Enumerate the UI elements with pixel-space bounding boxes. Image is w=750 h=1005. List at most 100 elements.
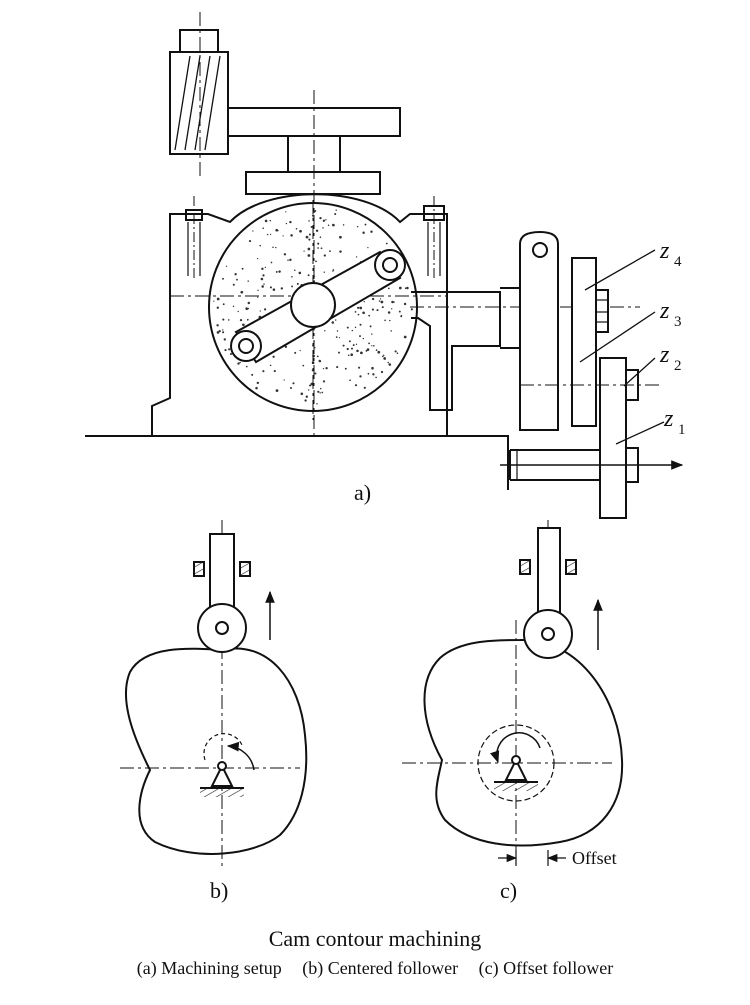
disc-speckle	[291, 285, 294, 288]
disc-speckle	[356, 225, 359, 228]
disc-speckle	[289, 386, 293, 390]
disc-speckle	[364, 223, 367, 226]
disc-speckle	[266, 233, 269, 236]
disc-speckle	[285, 211, 287, 213]
svg-text:z: z	[659, 342, 670, 368]
disc-speckle	[367, 246, 369, 249]
disc-speckle	[387, 311, 391, 314]
disc-speckle	[385, 242, 388, 245]
disc-speckle	[369, 325, 372, 328]
disc-speckle	[342, 224, 345, 226]
disc-speckle	[338, 351, 340, 354]
disc-speckle	[280, 287, 283, 290]
disc-speckle	[378, 300, 381, 302]
disc-speckle	[269, 286, 272, 289]
disc-speckle	[319, 392, 321, 394]
panel-b-centered	[120, 520, 308, 870]
disc-speckle	[371, 333, 373, 335]
disc-speckle	[247, 301, 251, 305]
caption-subtitle: (a) Machining setup (b) Centered followe…	[0, 958, 750, 979]
disc-speckle	[298, 271, 302, 275]
offset-label: Offset	[572, 848, 617, 868]
disc-speckle	[394, 350, 397, 353]
disc-speckle	[313, 280, 316, 283]
disc-speckle	[247, 280, 249, 282]
machine-table	[85, 435, 509, 490]
disc-speckle	[272, 288, 276, 291]
disc-speckle	[359, 375, 362, 378]
disc-speckle	[245, 365, 248, 368]
disc-speckle	[261, 267, 264, 271]
disc-speckle	[251, 373, 254, 376]
svg-text:z: z	[663, 406, 674, 432]
disc-speckle	[289, 220, 292, 224]
output-shaft	[500, 447, 684, 483]
gear-label-z1: z 1	[663, 406, 686, 438]
disc-speckle	[334, 212, 337, 216]
disc-speckle	[303, 250, 305, 252]
cam-profile-b	[125, 647, 308, 855]
disc-speckle	[225, 265, 228, 267]
panel-a-setup	[85, 12, 684, 519]
disc-speckle	[224, 349, 227, 352]
disc-speckle	[347, 354, 350, 357]
disc-speckle	[275, 270, 278, 273]
disc-speckle	[272, 355, 275, 358]
disc-speckle	[307, 274, 310, 277]
disc-speckle	[278, 270, 281, 273]
disc-speckle	[357, 306, 360, 309]
disc-speckle	[269, 219, 272, 222]
gear-label-z4: z 4	[659, 238, 682, 270]
disc-speckle	[308, 389, 310, 391]
disc-speckle	[371, 308, 374, 311]
disc-speckle	[257, 296, 259, 298]
disc-speckle	[299, 349, 301, 352]
disc-speckle	[269, 364, 272, 367]
disc-speckle	[404, 287, 407, 289]
disc-speckle	[323, 254, 326, 257]
disc-speckle	[336, 366, 339, 369]
disc-speckle	[283, 253, 287, 256]
disc-speckle	[228, 348, 231, 351]
disc-speckle	[262, 274, 265, 277]
disc-speckle	[262, 370, 265, 373]
disc-speckle	[359, 323, 362, 326]
disc-speckle	[363, 301, 365, 303]
disc-speckle	[319, 387, 322, 390]
disc-speckle	[377, 350, 381, 354]
disc-speckle	[391, 300, 394, 304]
caption-item-c: (c) Offset follower	[478, 958, 614, 978]
disc-speckle	[344, 367, 347, 370]
disc-speckle	[322, 367, 325, 370]
disc-speckle	[346, 326, 349, 329]
disc-speckle	[261, 285, 264, 288]
disc-speckle	[322, 219, 326, 222]
disc-speckle	[313, 341, 315, 343]
disc-speckle	[351, 329, 354, 332]
disc-speckle	[370, 230, 373, 233]
disc-speckle	[273, 370, 276, 373]
disc-speckle	[403, 302, 407, 306]
disc-speckle	[372, 373, 375, 376]
disc-speckle	[299, 229, 302, 233]
disc-speckle	[264, 308, 267, 311]
disc-speckle	[393, 301, 395, 303]
disc-speckle	[390, 330, 392, 332]
disc-speckle	[351, 347, 353, 350]
disc-speckle	[302, 364, 305, 367]
svg-text:z: z	[659, 298, 670, 324]
disc-speckle	[325, 219, 327, 221]
disc-speckle	[315, 260, 317, 263]
caption-title: Cam contour machining	[268, 926, 482, 951]
disc-speckle	[324, 330, 326, 332]
disc-speckle	[308, 238, 311, 241]
disc-speckle	[354, 326, 357, 329]
disc-speckle	[338, 337, 341, 339]
disc-speckle	[371, 345, 373, 347]
disc-speckle	[311, 214, 315, 217]
disc-speckle	[222, 318, 225, 321]
disc-speckle	[357, 313, 360, 316]
disc-speckle	[321, 391, 324, 394]
disc-speckle	[396, 352, 399, 354]
